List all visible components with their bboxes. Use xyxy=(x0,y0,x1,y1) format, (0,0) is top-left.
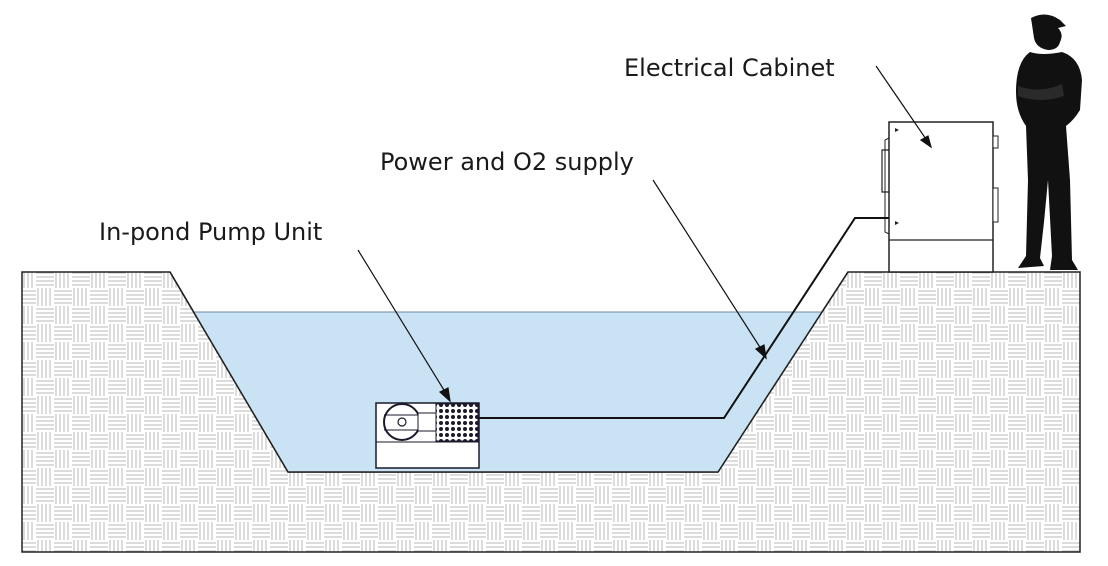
pump-arrowhead xyxy=(438,387,451,403)
callout-leaders xyxy=(357,65,933,403)
label-in-pond-pump-unit: In-pond Pump Unit xyxy=(99,218,322,246)
label-electrical-cabinet: Electrical Cabinet xyxy=(624,54,835,82)
person-silhouette-icon xyxy=(1016,14,1082,270)
pond-water xyxy=(193,312,822,472)
pump-unit-icon xyxy=(375,402,480,469)
cable-arrowhead xyxy=(754,344,767,360)
label-power-o2-supply: Power and O2 supply xyxy=(380,148,634,176)
electrical-cabinet-icon xyxy=(881,121,999,273)
pond-outline xyxy=(169,271,849,473)
power-o2-cable xyxy=(479,217,889,419)
cabinet-arrowhead xyxy=(919,135,933,149)
